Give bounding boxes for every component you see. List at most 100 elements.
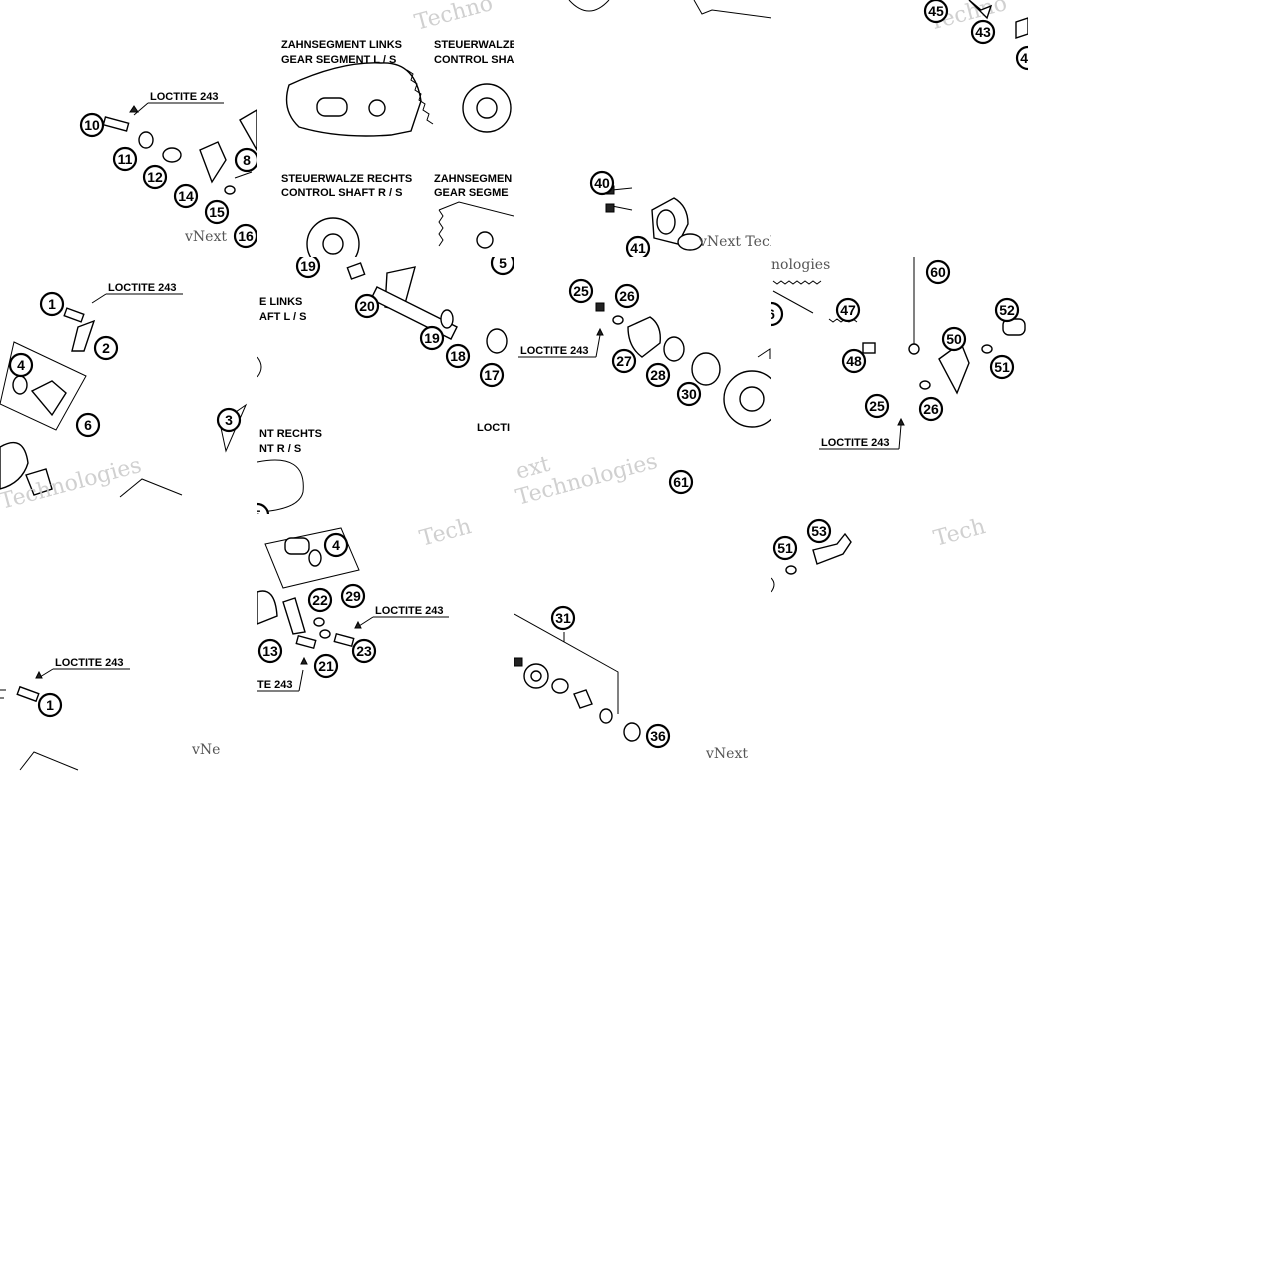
svg-text:19: 19 — [424, 330, 440, 346]
title-gear-segment-left-de: ZAHNSEGMENT LINKS — [281, 39, 402, 51]
svg-text:61: 61 — [673, 474, 689, 490]
watermark-tech-2: Tech — [931, 514, 988, 552]
svg-text:13: 13 — [262, 643, 278, 659]
callout-5-cut: 5 — [490, 257, 514, 276]
loctite-label-6: LOCTITE 243 — [375, 605, 443, 617]
callout-47: 47 — [835, 297, 861, 323]
svg-text:18: 18 — [450, 348, 466, 364]
callout-26: 26 — [614, 283, 640, 309]
watermark-tech: Tech — [417, 514, 474, 552]
tile-r2-c0: LOCTITE 243 1 vNe — [0, 514, 257, 771]
tile-r0-c0: LOCTITE 243 10 11 12 14 8 15 16 vNext — [0, 0, 257, 257]
loctite-label-cut: LOCTI — [477, 422, 510, 434]
svg-text:22: 22 — [312, 592, 328, 608]
svg-text:16: 16 — [238, 228, 254, 244]
callout-11: 11 — [112, 146, 138, 172]
svg-text:11: 11 — [118, 151, 133, 167]
callout-17: 17 — [479, 362, 505, 388]
title-frag-links: E LINKS — [259, 296, 302, 308]
callout-3: 3 — [216, 407, 242, 433]
callout-61: 61 — [668, 469, 694, 495]
svg-text:36: 36 — [650, 728, 666, 744]
svg-text:29: 29 — [345, 588, 361, 604]
svg-text:60: 60 — [930, 264, 946, 280]
callout-25: 25 — [568, 278, 594, 304]
title-gear-segment-right-en: GEAR SEGME — [434, 187, 509, 199]
svg-text:43: 43 — [975, 24, 991, 40]
svg-text:6: 6 — [84, 417, 92, 433]
callout-23: 23 — [351, 638, 377, 664]
svg-text:41: 41 — [630, 240, 646, 256]
svg-text:4: 4 — [332, 537, 340, 553]
svg-text:51: 51 — [777, 540, 793, 556]
svg-text:50: 50 — [946, 331, 962, 347]
tile-r2-c3: Tech 53 51 — [771, 514, 1028, 771]
svg-text:53: 53 — [811, 523, 827, 539]
callout-4-b: 4 — [323, 532, 349, 558]
loctite-label-frag: TE 243 — [257, 679, 292, 691]
svg-text:45: 45 — [1020, 50, 1028, 66]
watermark-nologies: nologies — [771, 257, 830, 273]
svg-text:21: 21 — [318, 658, 334, 674]
callout-48: 48 — [841, 348, 867, 374]
callout-27: 27 — [611, 348, 637, 374]
svg-text:26: 26 — [619, 288, 635, 304]
callout-8: 8 — [234, 147, 257, 173]
callout-41: 41 — [625, 235, 651, 257]
title-frag-rechts: NT RECHTS — [259, 428, 322, 440]
loctite-label-3: LOCTITE 243 — [520, 345, 588, 357]
callout-2: 2 — [93, 335, 119, 361]
svg-text:25: 25 — [573, 283, 589, 299]
callout-1: 1 — [39, 291, 65, 317]
tile-r0-c1: Techno ZAHNSEGMENT LINKS GEAR SEGMENT L … — [257, 0, 514, 257]
svg-text:12: 12 — [147, 169, 163, 185]
svg-text:1: 1 — [48, 296, 56, 312]
svg-text:30: 30 — [681, 386, 697, 402]
callout-31: 31 — [550, 605, 576, 631]
callout-53: 53 — [806, 518, 832, 544]
title-frag-rs: NT R / S — [259, 443, 301, 455]
callout-29: 29 — [340, 583, 366, 609]
callout-36: 36 — [645, 723, 671, 749]
callout-1-b: 1 — [37, 692, 63, 718]
callout-18: 18 — [445, 343, 471, 369]
callout-13: 13 — [257, 638, 283, 664]
svg-text:8: 8 — [243, 152, 251, 168]
callout-19: 19 — [295, 257, 321, 279]
callout-22: 22 — [307, 587, 333, 613]
watermark-vnext-techno: vNext Techno — [698, 234, 771, 250]
callout-5-cut-b: 5 — [257, 502, 270, 514]
title-control-shaft-left-en: CONTROL SHA — [434, 54, 514, 66]
callout-30: 30 — [676, 381, 702, 407]
callout-12: 12 — [142, 164, 168, 190]
callout-51: 51 — [989, 354, 1015, 380]
title-gear-segment-right-de: ZAHNSEGMEN — [434, 173, 512, 185]
svg-text:31: 31 — [555, 610, 571, 626]
svg-text:23: 23 — [356, 643, 372, 659]
tile-r2-c2: 31 36 vNext — [514, 514, 771, 771]
svg-text:52: 52 — [999, 302, 1015, 318]
watermark-techno: Techno — [412, 0, 496, 36]
svg-text:28: 28 — [650, 367, 666, 383]
svg-text:19: 19 — [300, 258, 316, 274]
callout-20: 20 — [354, 293, 380, 319]
callout-16: 16 — [233, 223, 257, 249]
tile-r2-c1: Tech LOCTITE 243 TE 243 4 22 29 13 21 23 — [257, 514, 514, 771]
svg-text:5: 5 — [257, 507, 261, 514]
title-control-shaft-left-de: STEUERWALZE — [434, 39, 514, 51]
tile-r0-c2: 40 41 vNext Techno — [514, 0, 771, 257]
callout-19-b: 19 — [419, 325, 445, 351]
svg-text:48: 48 — [846, 353, 862, 369]
svg-text:51: 51 — [994, 359, 1010, 375]
svg-text:45: 45 — [928, 3, 944, 19]
callout-50: 50 — [941, 326, 967, 352]
svg-text:25: 25 — [869, 398, 885, 414]
tile-r1-c3: nologies LOCTITE 243 60 47 48 50 52 51 2… — [771, 257, 1028, 514]
title-control-shaft-right-en: CONTROL SHAFT R / S — [281, 187, 402, 199]
svg-text:4: 4 — [17, 357, 25, 373]
svg-text:10: 10 — [84, 117, 100, 133]
svg-text:3: 3 — [225, 412, 233, 428]
svg-text:20: 20 — [359, 298, 375, 314]
callout-25-b: 25 — [864, 393, 890, 419]
